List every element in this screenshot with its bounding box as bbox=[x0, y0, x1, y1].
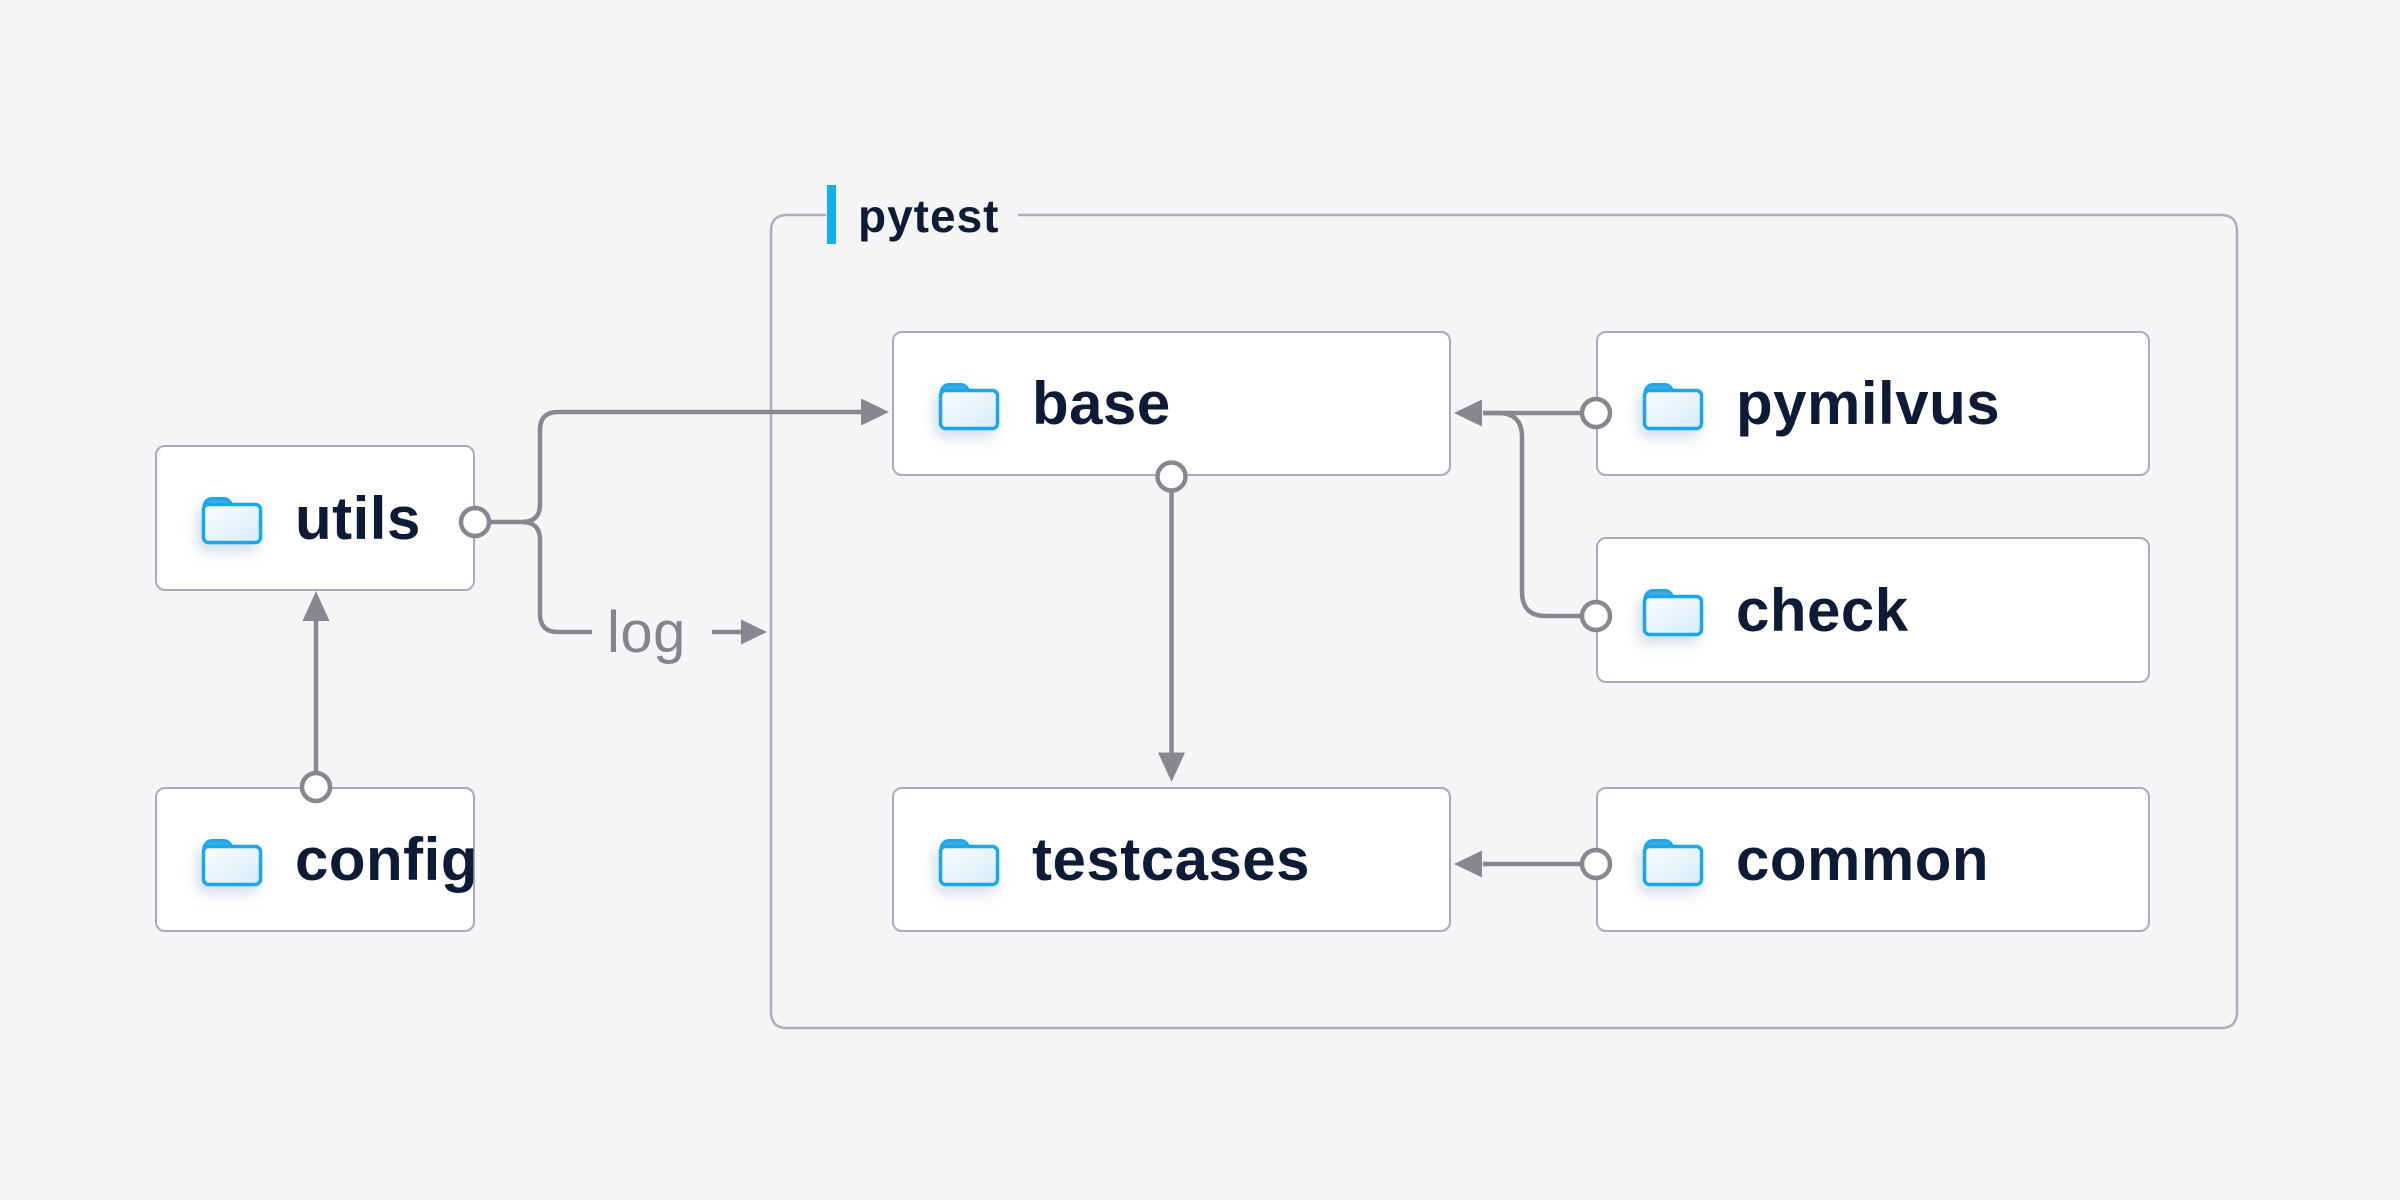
node-config: config bbox=[155, 787, 478, 932]
node-base: base bbox=[892, 331, 1451, 476]
arrowhead-into-utils bbox=[302, 591, 330, 621]
folder-icon bbox=[938, 838, 1000, 886]
node-label-utils: utils bbox=[295, 484, 421, 552]
pytest-accent-bar bbox=[827, 185, 836, 244]
arrowhead-into-testcases-top bbox=[1158, 752, 1185, 782]
folder-icon bbox=[1642, 589, 1704, 637]
node-label-check: check bbox=[1736, 576, 1909, 644]
node-label-pymilvus: pymilvus bbox=[1736, 370, 2001, 437]
edge-utils-to-base bbox=[489, 409, 861, 525]
folder-icon bbox=[201, 497, 263, 545]
edge-check-to-base bbox=[1483, 410, 1582, 619]
edge-label-log: log bbox=[607, 599, 686, 665]
edge-utils-to-log bbox=[521, 519, 592, 635]
node-common: common bbox=[1596, 787, 2150, 932]
folder-icon bbox=[201, 838, 263, 886]
node-testcases: testcases bbox=[892, 787, 1451, 932]
node-utils: utils bbox=[155, 445, 475, 591]
pytest-group-label: pytest bbox=[858, 190, 1000, 242]
folder-icon bbox=[938, 382, 1000, 430]
node-label-common: common bbox=[1736, 826, 1990, 893]
folder-icon bbox=[1642, 382, 1704, 430]
node-check: check bbox=[1596, 537, 2150, 683]
arrowhead-into-testcases-right bbox=[1454, 850, 1482, 878]
node-label-testcases: testcases bbox=[1032, 826, 1311, 893]
arrowhead-into-base-left bbox=[861, 398, 889, 426]
node-pymilvus: pymilvus bbox=[1596, 331, 2150, 476]
arrowhead-log bbox=[741, 619, 767, 645]
folder-icon bbox=[1642, 838, 1704, 886]
node-label-base: base bbox=[1032, 370, 1171, 437]
node-label-config: config bbox=[295, 826, 478, 893]
arrowhead-into-base-right bbox=[1454, 399, 1482, 427]
